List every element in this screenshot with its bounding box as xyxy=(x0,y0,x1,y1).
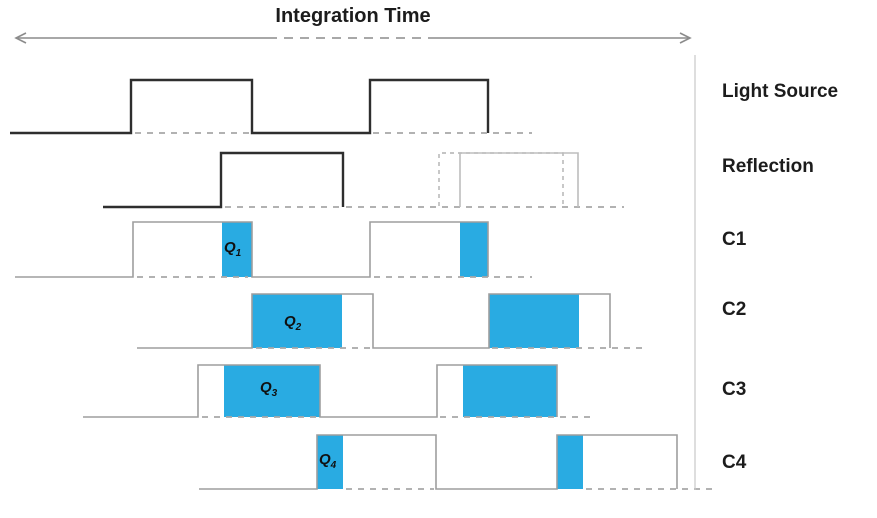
charge-fill-q1-first xyxy=(222,222,252,277)
charge-fill-q3-first xyxy=(224,365,320,417)
row-label-c2: C2 xyxy=(722,299,747,320)
charge-subscript: 4 xyxy=(330,460,337,471)
charge-symbol: Q xyxy=(224,239,236,256)
row-label-reflection: Reflection xyxy=(722,156,814,177)
reflection-wave xyxy=(103,151,345,209)
charge-label-q4: Q4 xyxy=(319,452,336,471)
row-label-c1: C1 xyxy=(722,229,747,250)
arrowhead-left-icon xyxy=(14,32,27,44)
charge-fill-q4-second xyxy=(557,435,583,489)
arrowhead-right-icon xyxy=(679,32,692,44)
charge-fill-q2-first xyxy=(252,294,342,348)
charge-subscript: 2 xyxy=(295,322,302,333)
charge-fill-q3-second xyxy=(463,365,557,417)
row-label-c3: C3 xyxy=(722,379,747,400)
charge-symbol: Q xyxy=(319,451,331,468)
charge-fill-q2-second xyxy=(489,294,579,348)
charge-label-q2: Q2 xyxy=(284,314,301,333)
charge-subscript: 1 xyxy=(235,248,242,259)
c1-wave xyxy=(15,221,489,278)
c2-wave xyxy=(137,293,611,349)
charge-fill-q1-second xyxy=(460,222,488,277)
charge-label-q1: Q1 xyxy=(224,240,241,259)
charge-subscript: 3 xyxy=(271,388,278,399)
charge-label-q3: Q3 xyxy=(260,380,277,399)
c3-wave xyxy=(83,364,558,418)
charge-fill-q4-first xyxy=(317,435,343,489)
reflection-ghost-dashed xyxy=(438,152,564,206)
reflection-ghost-solid xyxy=(459,152,579,207)
c4-wave xyxy=(199,434,678,490)
integration-time-title: Integration Time xyxy=(275,5,431,27)
charge-symbol: Q xyxy=(260,379,272,396)
row-label-light-source: Light Source xyxy=(722,81,839,102)
light-source-wave xyxy=(10,78,490,135)
row-label-c4: C4 xyxy=(722,452,747,473)
charge-symbol: Q xyxy=(284,313,296,330)
